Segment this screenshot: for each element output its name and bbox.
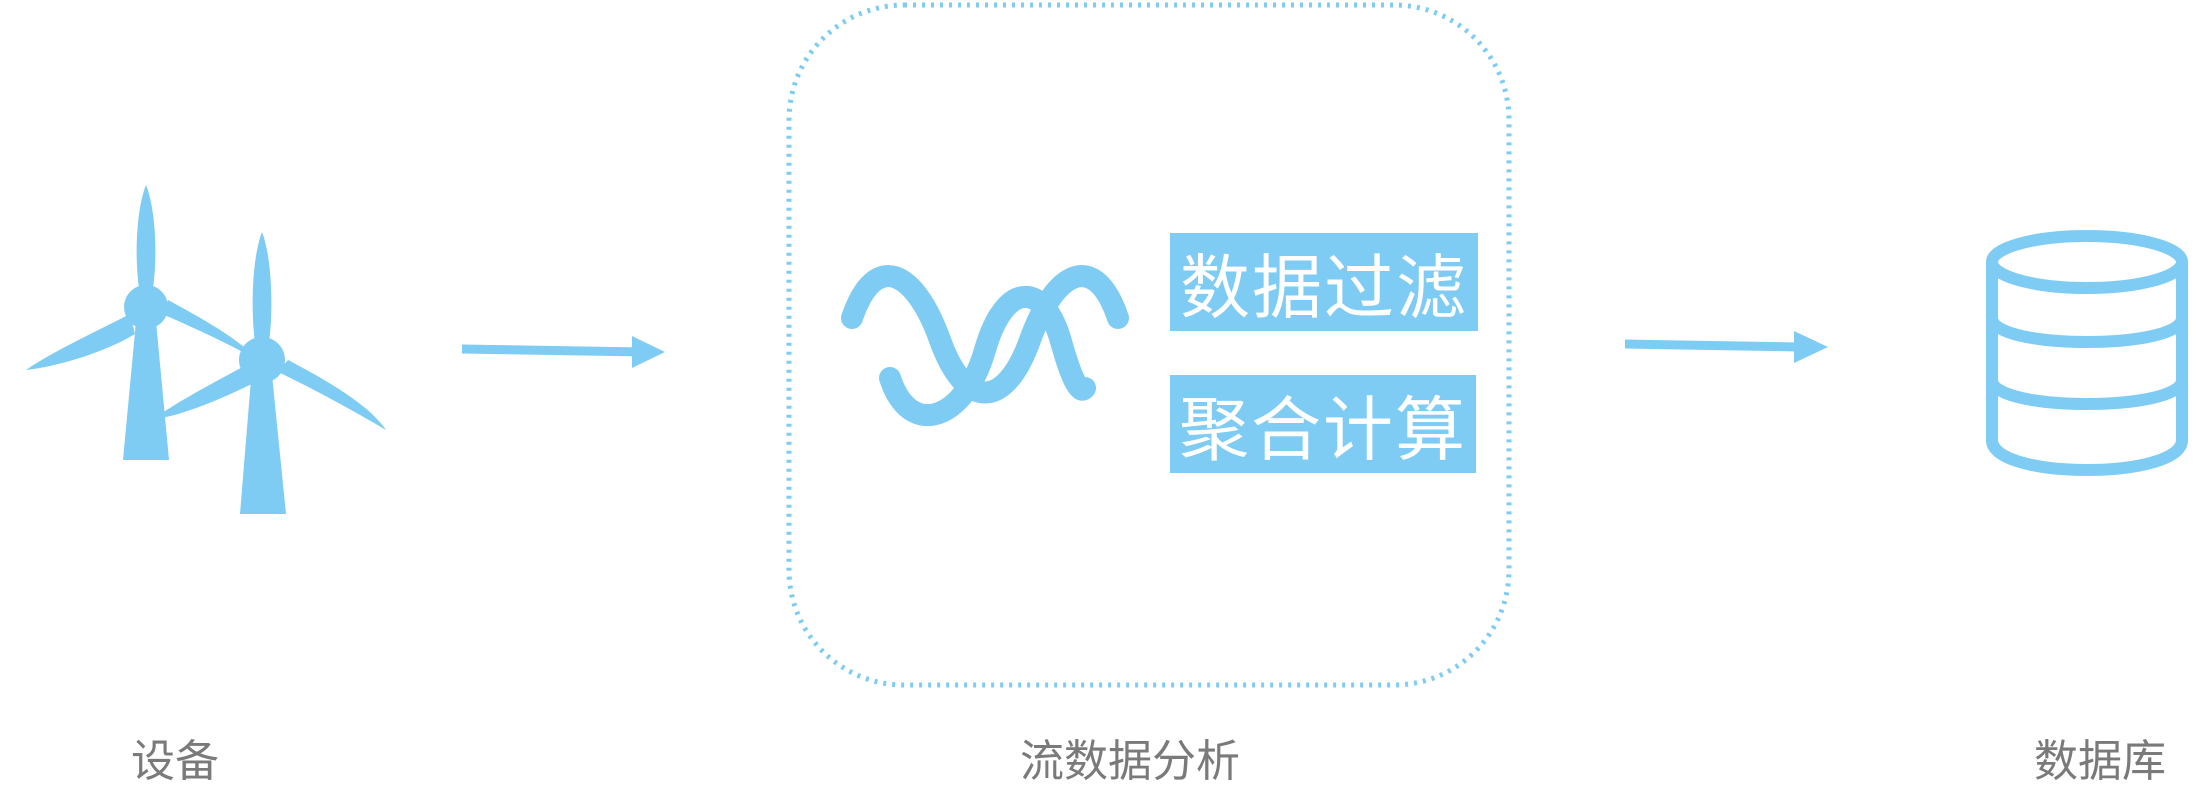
turbine-front bbox=[152, 232, 386, 514]
device-caption: 设备 bbox=[131, 736, 219, 787]
stream-analysis-caption: 流数据分析 bbox=[1020, 736, 1240, 787]
aggregate-compute-label: 聚合计算 bbox=[1179, 388, 1467, 471]
stream-wave-icon bbox=[841, 265, 1129, 427]
wind-turbine-icon bbox=[26, 185, 386, 514]
database-icon bbox=[1986, 230, 2188, 476]
data-filter-box: 数据过滤 bbox=[1170, 233, 1478, 331]
arrow-stream-to-database bbox=[1624, 331, 1828, 363]
arrow-device-to-stream bbox=[461, 336, 665, 368]
stream-analysis-container bbox=[786, 2, 1512, 688]
database-caption: 数据库 bbox=[2034, 736, 2166, 787]
turbine-back bbox=[26, 185, 258, 460]
data-filter-label: 数据过滤 bbox=[1180, 246, 1468, 329]
aggregate-compute-box: 聚合计算 bbox=[1170, 375, 1476, 473]
